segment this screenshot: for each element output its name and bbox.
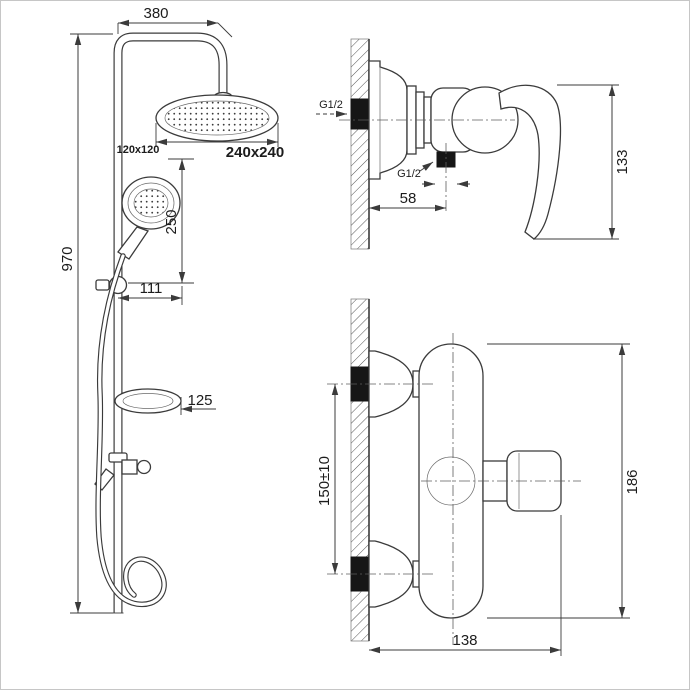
diverter-valve — [94, 452, 152, 491]
dim-hand-offset: 111 — [118, 280, 183, 305]
dim-wall-outlet-label: 58 — [400, 190, 417, 207]
thread-inlet-callout: G1/2 — [316, 99, 347, 118]
diverter-knob — [136, 459, 152, 475]
thread-outlet-callout: G1/2 — [397, 161, 470, 188]
dim-soap-dish: 125 — [180, 392, 216, 415]
overhead-shower-head — [155, 91, 279, 142]
valve-knob — [506, 450, 562, 512]
dim-soap-dish-label: 125 — [187, 392, 212, 409]
dim-column-height: 970 — [59, 33, 113, 614]
inlet-fitting — [350, 98, 370, 130]
escutcheon-bottom — [368, 540, 424, 608]
dim-head-size: 240x240 — [155, 123, 284, 161]
dim-front-width: 138 — [369, 515, 562, 656]
dim-bracket-size: 120x120 — [117, 144, 160, 156]
dim-hand-shower-height: 250 — [128, 158, 194, 284]
shower-hose — [95, 253, 167, 608]
dim-hand-offset-label: 111 — [140, 280, 163, 297]
wall-section — [350, 38, 370, 250]
thread-outlet-label: G1/2 — [397, 168, 421, 180]
dim-arm-width-label: 380 — [143, 5, 168, 22]
mixer-front-view: 150±10 186 138 — [316, 298, 641, 656]
shower-pipe — [112, 32, 228, 614]
thread-inlet-label: G1/2 — [319, 99, 343, 111]
dim-side-height: 133 — [533, 84, 631, 240]
dim-column-height-label: 970 — [59, 246, 76, 271]
dim-hand-shower-height-label: 250 — [163, 209, 180, 234]
leader-line — [419, 161, 434, 172]
wall-section — [350, 298, 370, 642]
dim-arm-width: 380 — [117, 5, 233, 38]
dim-side-height-label: 133 — [614, 149, 631, 174]
dim-front-height-label: 186 — [624, 469, 641, 494]
dim-inlet-spacing-label: 150±10 — [316, 456, 333, 506]
dim-front-width-label: 138 — [452, 632, 477, 649]
hand-shower-handle — [117, 226, 150, 260]
mixer-side-view: G1/2 G1/2 58 133 — [316, 38, 631, 250]
dim-wall-outlet: 58 — [369, 190, 446, 212]
extension-line — [217, 22, 233, 38]
dim-head-size-label: 240x240 — [226, 144, 284, 161]
shower-column-view: 380 970 240x240 120x120 250 — [59, 5, 284, 614]
dim-inlet-spacing: 150±10 — [316, 384, 339, 574]
soap-dish — [114, 388, 182, 414]
hand-shower — [117, 176, 181, 260]
dim-bracket-size-label: 120x120 — [117, 144, 160, 156]
escutcheon-top — [368, 350, 424, 418]
dim-front-height: 186 — [487, 343, 641, 619]
lever-handle — [498, 84, 562, 240]
